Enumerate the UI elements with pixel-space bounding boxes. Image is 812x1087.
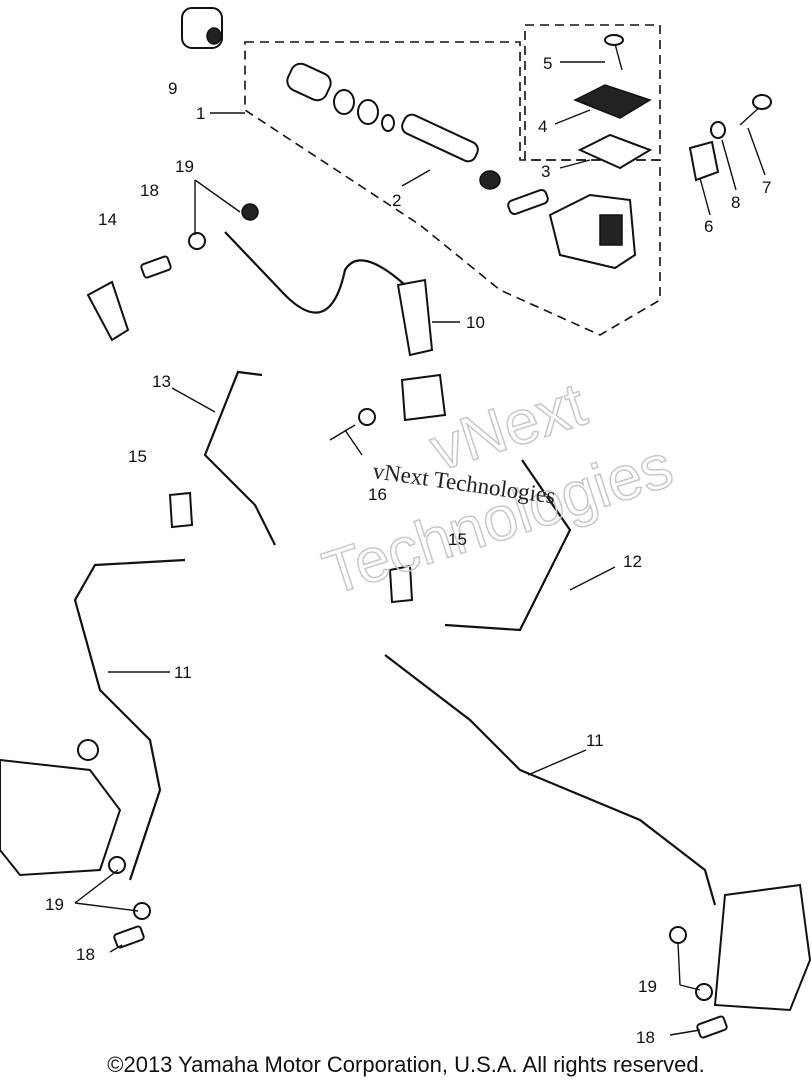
callout-18c: 18 [636,1028,655,1047]
callout-15b: 15 [448,530,467,549]
part-11-hose-right [384,654,717,906]
callout-9: 9 [168,79,177,98]
callout-5: 5 [543,54,552,73]
callout-19b: 19 [45,895,64,914]
callout-3: 3 [541,162,550,181]
part-19-washers-bottom [108,856,713,1001]
callout-13: 13 [152,372,171,391]
part-18-bolt-left [113,925,145,949]
callout-10: 10 [466,313,485,332]
master-cylinder-body [507,188,637,270]
callout-6: 6 [704,217,713,236]
callout-16: 16 [368,485,387,504]
callout-18b: 18 [76,945,95,964]
callout-18a: 18 [140,181,159,200]
copyright-notice: ©2013 Yamaha Motor Corporation, U.S.A. A… [107,1052,705,1077]
part-18-bolt-top [140,255,172,279]
part-9-bushing [181,7,223,49]
callout-2: 2 [392,191,401,210]
master-cylinder-assembly-outline [244,41,661,336]
part-3-diaphragm [577,133,653,170]
part-15-clamp-left [168,491,194,529]
reservoir-cap-outline [524,24,661,161]
part-4-reservoir-cap [573,84,652,119]
callout-11a: 11 [174,663,192,682]
caliper-right [713,883,812,1012]
part-13-brake-pipe [203,370,276,546]
callout-15a: 15 [128,447,147,466]
callout-8: 8 [731,193,740,212]
callout-12: 12 [623,552,642,571]
callout-7: 7 [762,178,771,197]
callout-1: 1 [196,104,205,123]
part-5-screw [604,34,624,71]
part-1-piston-kit [286,62,501,190]
part-15-clamp-right [388,564,414,604]
callout-19a: 19 [175,157,194,176]
hose-upper [224,231,406,314]
callout-labels: 1 2 3 4 5 6 7 8 9 10 11 11 12 13 14 15 1… [45,54,771,1047]
leader-lines [74,61,766,1036]
part-19-washers-top [188,203,259,250]
part-18-bolt-right [696,1015,728,1039]
part-7-bolt [739,94,772,126]
part-14-boot [86,280,130,342]
part-6-bracket [688,140,720,182]
callout-11b: 11 [586,731,604,750]
part-16-union-bolt [329,408,376,441]
callout-19c: 19 [638,977,657,996]
callout-14: 14 [98,210,117,229]
part-10-hose [396,278,434,357]
part-12-brake-pipe [444,459,572,632]
caliper-left [0,739,122,877]
union-block [400,373,447,422]
part-8-washer [710,121,726,139]
part-11-hose-left [73,558,186,881]
callout-4: 4 [538,117,547,136]
